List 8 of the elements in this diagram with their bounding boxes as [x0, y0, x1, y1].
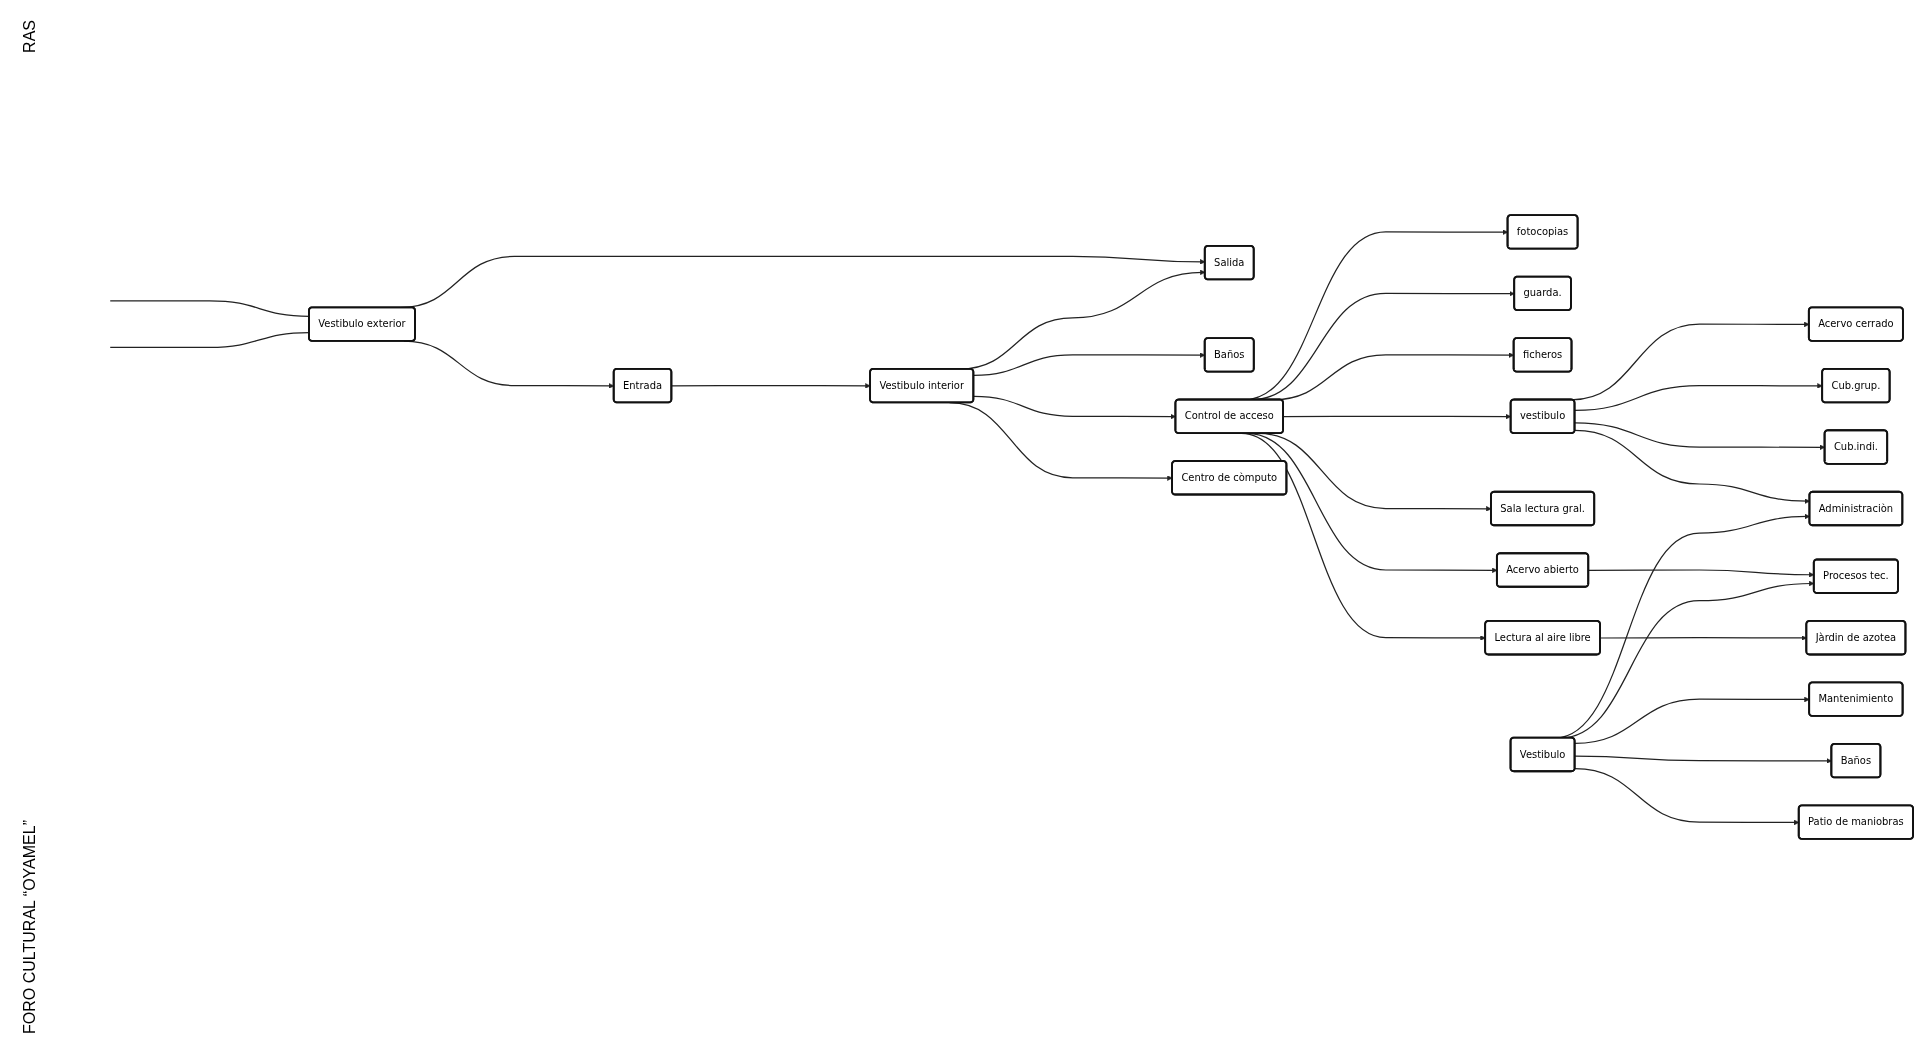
arrow	[671, 383, 871, 389]
arrow	[1574, 755, 1832, 764]
margin-note: RAS	[21, 20, 39, 53]
arrow	[1574, 429, 1810, 504]
arrow	[973, 395, 1176, 420]
arrow	[1574, 696, 1810, 745]
arrow	[1574, 383, 1823, 411]
margin-note: FORO CULTURAL “OYAMEL”	[21, 820, 39, 1034]
